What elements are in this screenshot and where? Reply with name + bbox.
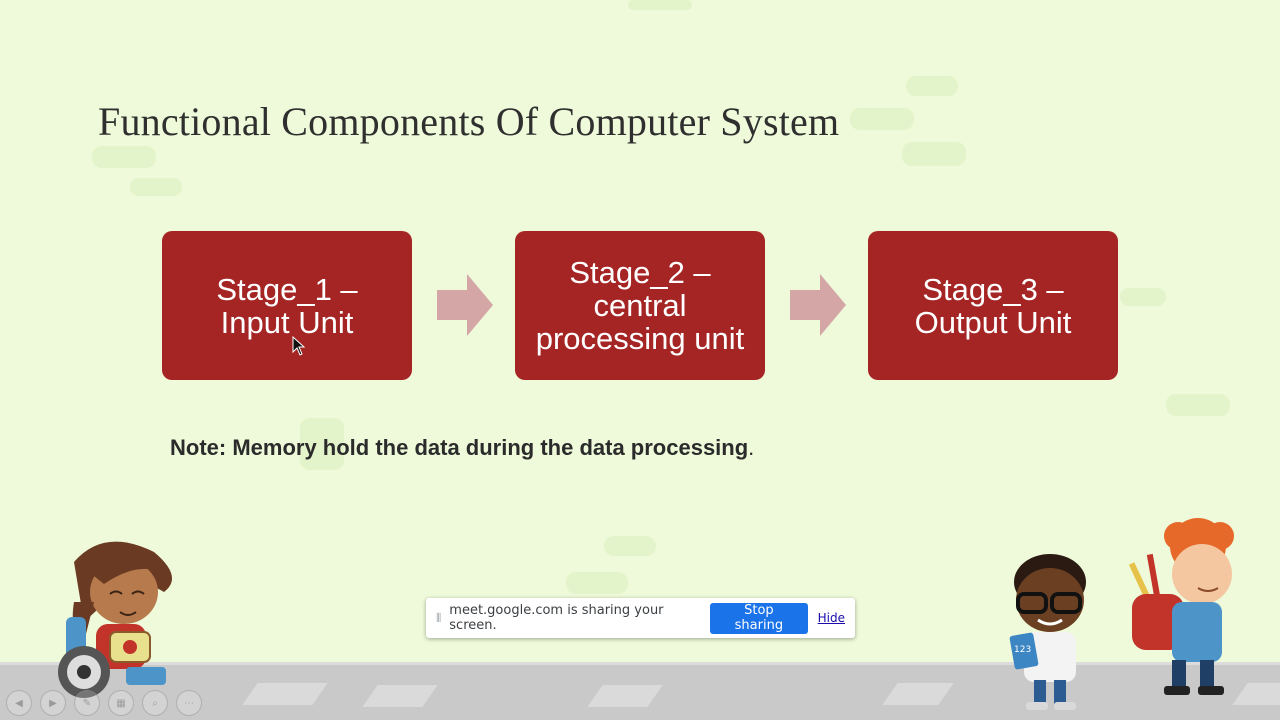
- floor-tile: [882, 683, 954, 705]
- bg-patch: [300, 418, 344, 470]
- boy-with-books-illustration: 123: [1009, 554, 1086, 710]
- pen-icon[interactable]: ✎: [74, 690, 100, 716]
- stage-1-label: Stage_1 – Input Unit: [216, 271, 358, 340]
- bg-patch: [604, 536, 656, 556]
- bg-patch: [1120, 288, 1166, 306]
- share-message: meet.google.com is sharing your screen.: [449, 603, 664, 633]
- bg-patch: [902, 142, 966, 166]
- stage-3-box: Stage_3 – Output Unit: [868, 231, 1118, 380]
- more-icon[interactable]: ⋯: [176, 690, 202, 716]
- redhead-boy-backpack-illustration: [1128, 518, 1234, 695]
- bg-patch: [130, 178, 182, 196]
- arrow-right-icon: [790, 274, 846, 336]
- hide-link[interactable]: Hide: [817, 611, 845, 625]
- stage-2-box: Stage_2 – central processing unit: [515, 231, 765, 380]
- drag-grip-icon[interactable]: ⦀: [436, 610, 442, 625]
- prev-slide-icon[interactable]: ◀: [6, 690, 32, 716]
- screen-share-bar: ⦀ meet.google.com is sharing your screen…: [426, 598, 855, 638]
- stage-3-label: Stage_3 – Output Unit: [914, 271, 1072, 340]
- slideshow-controls: ◀ ▶ ✎ ▦ ⌕ ⋯: [6, 690, 202, 716]
- bg-patch: [92, 146, 156, 168]
- next-slide-icon[interactable]: ▶: [40, 690, 66, 716]
- bg-patch: [1166, 394, 1230, 416]
- svg-text:123: 123: [1014, 645, 1031, 655]
- note-text: Note: Memory hold the data during the da…: [170, 435, 749, 460]
- bg-patch: [906, 76, 958, 96]
- note-period: .: [748, 435, 755, 460]
- bg-patch: [850, 108, 914, 130]
- student-wheelchair-illustration: [58, 541, 172, 698]
- zoom-icon[interactable]: ⌕: [142, 690, 168, 716]
- bg-patch: [566, 572, 628, 594]
- stop-sharing-button[interactable]: Stop sharing: [710, 602, 808, 634]
- floor-tile: [362, 685, 438, 707]
- floor-tile: [242, 683, 328, 705]
- stage-2-label: Stage_2 – central processing unit: [535, 255, 745, 356]
- memory-note: Note: Memory hold the data during the da…: [170, 435, 754, 461]
- slides-icon[interactable]: ▦: [108, 690, 134, 716]
- slide-title: Functional Components Of Computer System: [98, 99, 840, 144]
- stage-1-box: Stage_1 – Input Unit: [162, 231, 412, 380]
- arrow-right-icon: [437, 274, 493, 336]
- floor-tile: [587, 685, 663, 707]
- mouse-cursor-icon: [292, 336, 306, 356]
- bg-patch: [628, 0, 692, 10]
